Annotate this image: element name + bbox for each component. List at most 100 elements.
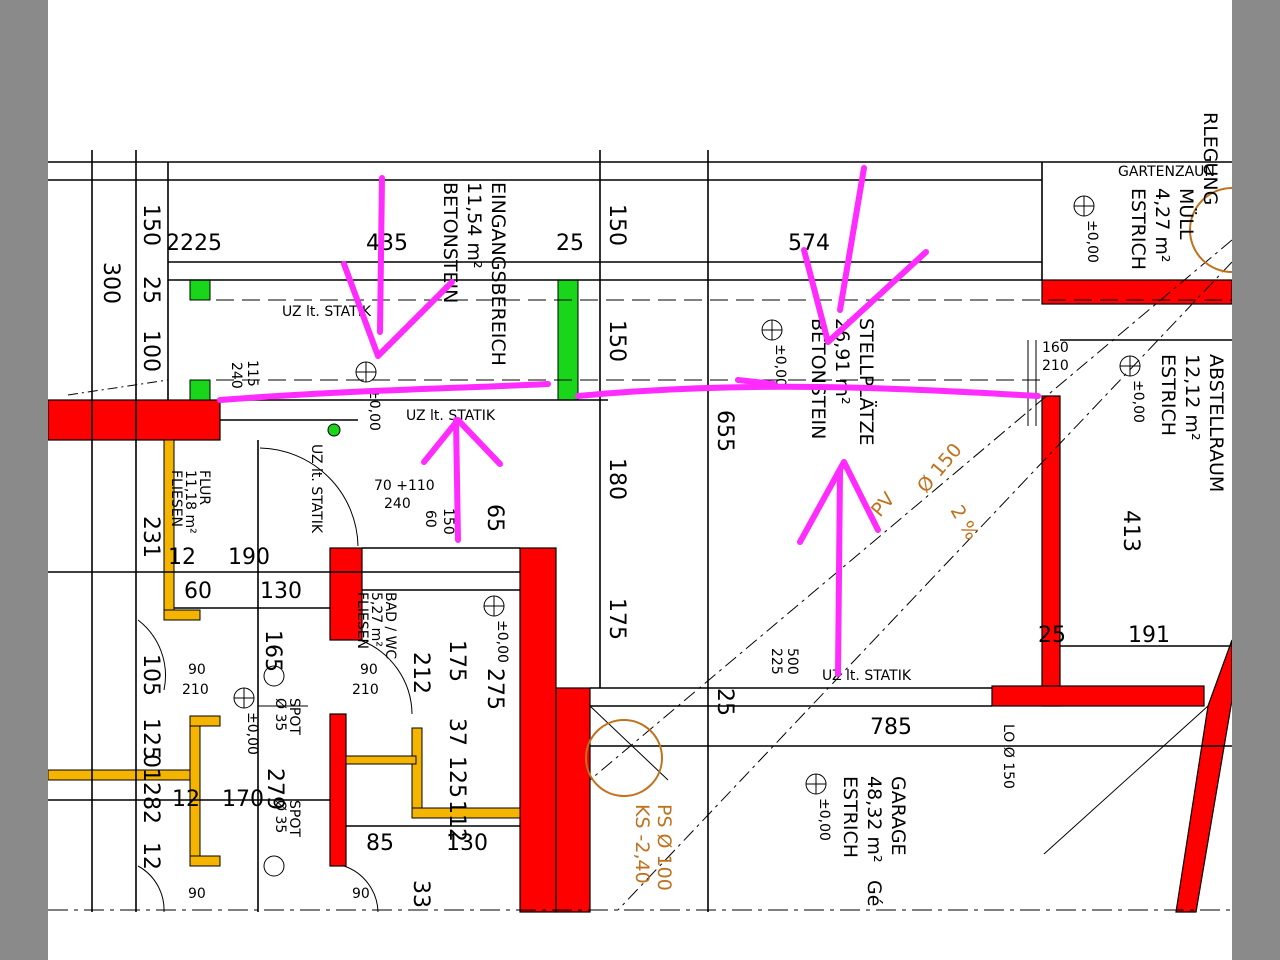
dim-225: 225 — [768, 648, 784, 675]
dim-25a: 25 — [556, 231, 584, 256]
level-label-5: ±0,00 — [494, 620, 510, 663]
dim-60: 60 — [184, 579, 212, 604]
room-abstellraum: ABSTELLRAUM 12,12 m² ESTRICH — [1157, 354, 1227, 492]
wall-garage-west — [555, 687, 591, 913]
room-bad-floor: FLIESEN — [354, 592, 370, 649]
wall-diagonal — [1175, 639, 1232, 913]
level-label-3: ±0,00 — [1084, 220, 1100, 263]
dim-190: 190 — [228, 545, 270, 570]
walls — [48, 279, 1232, 913]
room-garage-extra: Gé — [863, 880, 885, 906]
room-muell-name: RLEGUNG — [1199, 112, 1221, 205]
lw-8 — [411, 807, 521, 819]
label-spot-2: SPOT — [286, 800, 302, 837]
wall-abstell — [1041, 395, 1061, 707]
marker-arrow-3-shaft — [837, 165, 867, 313]
dim-150b: 150 — [604, 204, 629, 246]
level-label-2: ±0,00 — [772, 344, 788, 387]
label-uz-statik-3: UZ lt. STATIK — [822, 668, 912, 684]
document-page: 2225 435 25 574 191 25 785 160 210 190 6… — [48, 0, 1232, 960]
marker-arrow-2-shaft — [453, 417, 461, 543]
room-abstellraum-area: 12,12 m² — [1181, 354, 1203, 441]
dim-125: 125 — [138, 718, 163, 760]
dim-413: 413 — [1118, 510, 1143, 552]
dim-90a: 90 — [188, 662, 206, 678]
dimension-texts: 2225 435 25 574 191 25 785 160 210 190 6… — [166, 231, 1170, 902]
dim-70-110: 70 +110 — [374, 478, 435, 494]
dim-231: 231 — [138, 516, 163, 558]
lw-5 — [189, 855, 221, 867]
dim-300: 300 — [98, 262, 123, 304]
dim-175a: 175 — [604, 598, 629, 640]
room-flur-floor: FLIESEN — [168, 470, 184, 527]
dim-210b: 210 — [182, 682, 209, 698]
room-garage-area: 48,32 m² — [863, 776, 885, 863]
dim-212: 212 — [408, 652, 433, 694]
dim-12b: 12 — [172, 787, 200, 812]
dim-240a: 240 — [384, 496, 411, 512]
dim-655: 655 — [712, 410, 737, 452]
room-stellplaetze: STELLPLÄTZE 26,91 m² BETONSTEIN — [807, 318, 878, 445]
dim-012: 012 — [138, 754, 163, 796]
dim-2225: 2225 — [166, 231, 222, 256]
marker-small-arrow — [735, 377, 777, 387]
dim-160: 160 — [1042, 340, 1069, 356]
lw-2 — [163, 609, 201, 621]
column-1 — [189, 279, 211, 301]
dim-25b: 25 — [138, 276, 163, 304]
dim-279: 279 — [262, 768, 287, 810]
room-stellplaetze-area: 26,91 m² — [831, 318, 853, 405]
room-eingang-area: 11,54 m² — [463, 182, 485, 269]
level-label-7: ±0,00 — [816, 798, 832, 841]
room-garage-floor: ESTRICH — [839, 776, 861, 858]
dim-112: 112 — [444, 800, 469, 842]
lw-7 — [411, 727, 423, 819]
dim-25d: 25 — [712, 688, 737, 716]
dim-165: 165 — [260, 630, 285, 672]
room-abstellraum-name: ABSTELLRAUM — [1205, 354, 1227, 492]
dim-574: 574 — [788, 231, 830, 256]
lw-1 — [163, 439, 175, 621]
dim-90c: 90 — [188, 886, 206, 902]
lw-9 — [345, 755, 417, 765]
room-muell: RLEGUNG MÜLL 4,27 m² ESTRICH GARTENZAUN — [1118, 112, 1221, 270]
dim-12a: 12 — [168, 545, 196, 570]
columns — [189, 279, 579, 401]
marker-line-right — [575, 383, 1041, 399]
dim-12c: 12 — [138, 842, 163, 870]
room-bad: BAD / WC 5,27 m² FLIESEN — [354, 592, 398, 659]
lines — [48, 150, 1232, 913]
marker-arrow-3-head — [801, 247, 929, 345]
marker-arrow-1-head — [341, 261, 455, 359]
dim-500: 500 — [784, 648, 800, 675]
rotated-dimension-texts: 150 300 25 100 150 150 655 180 175 413 2… — [98, 204, 1143, 908]
dim-785: 785 — [870, 715, 912, 740]
dim-130a: 130 — [260, 579, 302, 604]
room-eingang: EINGANGSBEREICH 11,54 m² BETONSTEIN — [439, 182, 509, 366]
level-label-1: ±0,00 — [366, 388, 382, 431]
marker-arrow-2-head — [421, 417, 503, 467]
dim-150d: 150 — [440, 508, 456, 535]
dim-90b: 90 — [360, 662, 378, 678]
dim-85: 85 — [366, 831, 394, 856]
marker-arrow-4-shaft — [835, 467, 843, 677]
room-gartenzaun: GARTENZAUN — [1118, 164, 1215, 180]
room-abstellraum-floor: ESTRICH — [1157, 354, 1179, 436]
dim-191: 191 — [1128, 623, 1170, 648]
dim-125b: 125 — [444, 756, 469, 798]
lw-4 — [48, 769, 191, 781]
room-garage: GARAGE 48,32 m² ESTRICH Gé — [839, 776, 909, 906]
room-flur-name: FLUR — [196, 470, 212, 505]
dim-275: 275 — [482, 668, 507, 710]
light-walls — [48, 439, 521, 867]
markup-annotations — [217, 165, 1041, 677]
room-flur: FLUR 11,18 m² FLIESEN — [168, 470, 212, 534]
wall-central — [519, 547, 557, 913]
label-spot-1: SPOT — [286, 698, 302, 735]
label-spot-1-d: Ø 35 — [272, 698, 288, 731]
wall-bad-bottom — [329, 713, 347, 867]
dim-115: 115 — [244, 360, 260, 387]
dim-60b: 60 — [422, 510, 438, 528]
dim-130b: 130 — [446, 831, 488, 856]
label-slope: 2 % — [946, 502, 983, 544]
